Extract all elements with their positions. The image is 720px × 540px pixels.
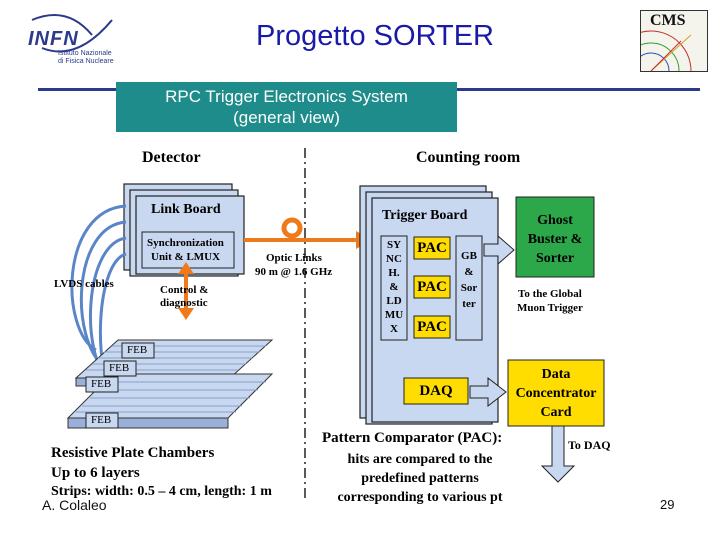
feb-box — [85, 412, 119, 429]
trigger-board-label: Trigger Board — [382, 208, 468, 223]
feb-label: FEB — [91, 378, 112, 390]
pac-label: PAC — [417, 279, 447, 295]
gb-sorter-box — [455, 235, 483, 341]
ghost-buster-line: Ghost — [537, 213, 573, 228]
banner-line-1: RPC Trigger Electronics System — [165, 87, 408, 106]
sync-unit-line-2: Unit & LMUX — [151, 251, 221, 263]
sync-mux-line: H. — [388, 267, 400, 279]
pac-box — [413, 275, 451, 299]
cms-logo — [640, 10, 708, 72]
control-label-line-1: Control & — [160, 284, 209, 296]
sync-mux-line: MU — [384, 309, 404, 321]
infn-subtitle-2: di Fisica Nucleare — [58, 58, 114, 65]
pac-desc-title: Pattern Comparator (PAC): — [322, 430, 503, 446]
link-board-label: Link Board — [151, 202, 221, 217]
sync-mux-line: LD — [386, 295, 402, 307]
infn-logo-text: INFN — [28, 28, 79, 50]
page-title: Progetto SORTER — [255, 20, 494, 52]
ghost-buster-line: Buster & — [527, 232, 583, 247]
sync-mux-line: NC — [386, 253, 402, 265]
feb-label: FEB — [109, 362, 130, 374]
rpc-layers: Up to 6 layers — [51, 465, 140, 481]
daq-label: DAQ — [419, 383, 453, 399]
feb-box — [121, 342, 155, 359]
daq-to-dcc-arrow — [469, 376, 507, 408]
lvds-cable — [70, 204, 127, 352]
pac-box — [413, 236, 451, 260]
sync-mux-box — [380, 235, 408, 341]
sync-mux-line: & — [389, 281, 399, 293]
dcc-text: Data Concentrator Card — [508, 365, 604, 422]
optic-links-line-2: 90 m @ 1.6 GHz — [255, 266, 333, 278]
pac-desc-line: predefined patterns — [361, 471, 479, 486]
optic-links-line-1: Optic Links — [266, 252, 322, 264]
lvds-cables-label: LVDS cables — [54, 278, 114, 290]
ghost-buster-text: Ghost Buster & Sorter — [516, 211, 594, 268]
cms-logo-text: CMS — [650, 12, 686, 29]
sync-unit-line-1: Synchronization — [147, 237, 224, 249]
optic-link-connector — [281, 217, 303, 239]
to-global-line-1: To the Global — [518, 288, 582, 300]
pac-label: PAC — [417, 240, 447, 256]
footer-author: A. Colaleo — [42, 497, 107, 513]
infn-logo-graphic — [31, 14, 113, 53]
feb-label: FEB — [127, 344, 148, 356]
dcc-line: Data — [541, 367, 571, 382]
to-daq-label: To DAQ — [568, 438, 611, 452]
daq-box — [403, 377, 469, 405]
dcc-line: Concentrator — [515, 386, 597, 401]
gb-sorter-line: GB — [461, 250, 477, 262]
cms-logo-graphic — [641, 30, 692, 71]
infn-subtitle-1: Istituto Nazionale — [58, 50, 112, 57]
pac-desc-line: corresponding to various pt — [337, 490, 503, 505]
gb-sorter-line: Sor — [460, 282, 478, 294]
counting-room-heading: Counting room — [416, 149, 521, 166]
control-arrow-head-down — [178, 308, 194, 320]
rpc-title: Resistive Plate Chambers — [51, 445, 215, 461]
pac-desc-line: hits are compared to the — [347, 452, 493, 467]
sync-mux-line: X — [390, 323, 398, 335]
to-global-line-2: Muon Trigger — [517, 302, 583, 314]
feb-box — [103, 360, 137, 377]
banner: RPC Trigger Electronics System (general … — [116, 82, 457, 132]
control-arrow-head-up — [178, 262, 194, 274]
to-daq-arrow — [540, 425, 576, 483]
gb-sorter-text: GB & Sor ter — [456, 248, 482, 312]
sync-mux-text: SY NC H. & LD MU X — [381, 238, 407, 336]
pac-box — [413, 315, 451, 339]
control-label-line-2: diagnostic — [160, 297, 208, 309]
feb-box — [85, 376, 119, 393]
gb-sorter-line: & — [464, 266, 474, 278]
pac-desc-text: hits are compared to the predefined patt… — [322, 450, 518, 507]
ghost-buster-line: Sorter — [535, 251, 575, 266]
ghost-buster-box — [515, 196, 595, 278]
page-number: 29 — [660, 497, 675, 512]
trigger-to-ghost-arrow — [483, 234, 515, 266]
pac-label: PAC — [417, 319, 447, 335]
sync-unit-box — [141, 231, 235, 269]
dcc-box — [507, 359, 605, 427]
detector-heading: Detector — [142, 149, 201, 166]
infn-logo — [22, 10, 132, 70]
dcc-line: Card — [540, 405, 572, 420]
sync-mux-line: SY — [386, 239, 402, 251]
rpc-strips: Strips: width: 0.5 – 4 cm, length: 1 m — [51, 484, 272, 499]
banner-line-2: (general view) — [233, 108, 340, 127]
gb-sorter-line: ter — [462, 298, 476, 310]
feb-label: FEB — [91, 414, 112, 426]
